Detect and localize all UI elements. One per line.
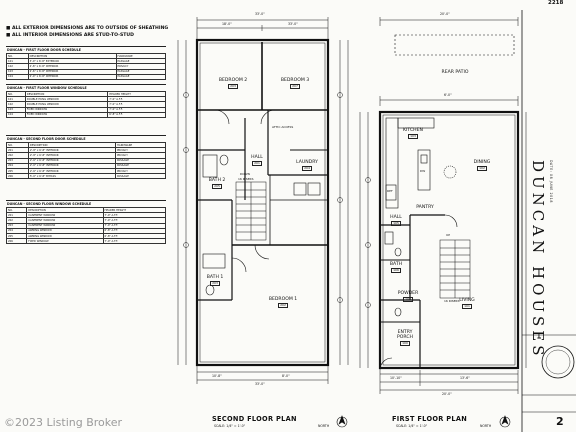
- room-tag: 203: [210, 281, 220, 287]
- first-floor-plan-title: FIRST FLOOR PLAN: [392, 415, 468, 423]
- title-block: [521, 10, 576, 432]
- second-floor-fixtures: [202, 109, 321, 296]
- room-tag: 201: [252, 161, 262, 167]
- second-floor-plan-title: SECOND FLOOR PLAN: [212, 415, 297, 423]
- stair-risers-label: 16 RISERS: [444, 299, 460, 303]
- schedule-second-window: DUNCAN - SECOND FLOOR WINDOW SCHEDULE NO…: [5, 200, 167, 245]
- schedule-first-door: DUNCAN - FIRST FLOOR DOOR SCHEDULE NO.DE…: [6, 46, 167, 80]
- first-floor-scale: SCALE: 1/4" = 1'-0": [396, 424, 428, 428]
- dim-label: 33'-0": [255, 12, 265, 16]
- general-notes: ■ ALL EXTERIOR DIMENSIONS ARE TO OUTSIDE…: [6, 26, 169, 40]
- room-tag: 207: [290, 84, 300, 90]
- room-tag: 205: [212, 184, 222, 190]
- dim-label: 18'-0": [222, 22, 232, 26]
- note-1: ■ ALL EXTERIOR DIMENSIONS ARE TO OUTSIDE…: [6, 26, 169, 31]
- first-floor-walls: [378, 34, 520, 370]
- note-2: ■ ALL INTERIOR DIMENSIONS ARE STUD-TO-ST…: [6, 32, 134, 38]
- dim-label: 8'-0": [282, 374, 290, 378]
- room-tag: 204: [302, 166, 312, 172]
- room-tag: 100: [400, 341, 410, 347]
- room-rear-patio: REAR PATIO: [441, 70, 469, 75]
- room-tag: 107: [403, 297, 413, 303]
- schedule-first-window: DUNCAN - FIRST FLOOR WINDOW SCHEDULE NO.…: [6, 84, 166, 118]
- attic-access-label: ATTIC ACCESS: [272, 125, 294, 129]
- schedule-title: DUNCAN - SECOND FLOOR DOOR SCHEDULE: [7, 137, 86, 141]
- room-tag: 203: [228, 84, 238, 90]
- first-floor-north-arrow: [499, 415, 511, 428]
- schedule-title: DUNCAN - FIRST FLOOR WINDOW SCHEDULE: [7, 86, 87, 90]
- watermark: ©2023 Listing Broker: [4, 416, 123, 429]
- stair-up-label: UP: [446, 233, 451, 237]
- first-floor-dimensions: [359, 17, 527, 394]
- dim-label: 13'-6": [460, 376, 470, 380]
- room-tag: 102: [477, 166, 487, 172]
- dim-label: 33'-0": [288, 22, 298, 26]
- stair-down-label: DOWN: [240, 172, 250, 176]
- dim-label: 33'-0": [255, 382, 265, 386]
- room-tag: 105: [391, 221, 401, 227]
- first-floor-north-label: NORTH: [480, 424, 492, 428]
- second-floor-north-arrow: [336, 415, 348, 428]
- dim-label: 10'-8": [212, 374, 222, 378]
- room-pantry: PANTRY: [416, 205, 434, 210]
- dim-label: 6'-0": [444, 93, 452, 97]
- room-tag: 106: [391, 268, 401, 274]
- room-tag: 202: [278, 303, 288, 309]
- dw-label: DW: [420, 169, 426, 173]
- second-floor-scale: SCALE: 1/4" = 1'-0": [214, 424, 246, 428]
- dim-label: 20'-0": [442, 392, 452, 396]
- second-floor-stairs: [235, 181, 267, 241]
- sheet-id: 2218: [548, 0, 564, 6]
- first-floor-fixtures: [379, 165, 458, 371]
- issue-date: DATE: 08 JUNE 2018: [549, 160, 553, 204]
- first-floor-stairs: [439, 239, 471, 299]
- schedule-second-door: DUNCAN - SECOND FLOOR DOOR SCHEDULE NO.D…: [6, 135, 167, 180]
- first-floor-kitchen-counters: [385, 117, 435, 209]
- dim-label: 20'-0": [440, 12, 450, 16]
- room-tag: 103: [408, 134, 418, 140]
- sheet-number: 2: [556, 415, 564, 428]
- second-floor-walls: [195, 38, 330, 367]
- project-title: DUNCAN HOUSES: [529, 160, 547, 360]
- second-floor-dimensions: [177, 17, 349, 384]
- schedule-title: DUNCAN - FIRST FLOOR DOOR SCHEDULE: [7, 48, 81, 52]
- stair-risers-label: 16 RISERS: [238, 177, 254, 181]
- room-tag: 101: [462, 304, 472, 310]
- dim-label: 10'-10": [390, 376, 402, 380]
- second-floor-north-label: NORTH: [318, 424, 330, 428]
- schedule-title: DUNCAN - SECOND FLOOR WINDOW SCHEDULE: [7, 202, 92, 206]
- ref-label: REF: [387, 189, 393, 193]
